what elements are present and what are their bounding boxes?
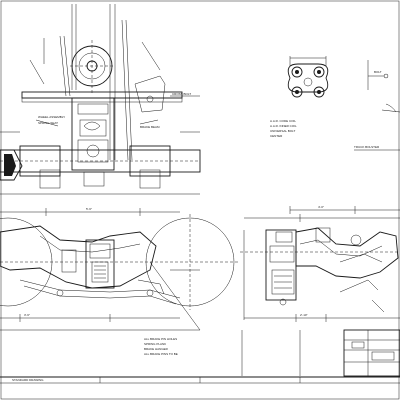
- spring-cluster-detail: [287, 56, 329, 98]
- note-cross-bolt: CROSS BOLT: [172, 92, 191, 96]
- dim-center: 5'-6": [86, 207, 92, 211]
- footer-note: STANDARD DRAWING: [12, 378, 44, 382]
- dim-left: 3'-6": [24, 313, 30, 317]
- dimension-top-right: [289, 206, 400, 214]
- side-elevation-right: [240, 214, 400, 322]
- bottom-notes: [241, 330, 301, 376]
- footer-tick-marks: [99, 377, 301, 383]
- legend-line-2: A.A.R. INNER COIL: [270, 124, 297, 128]
- legend-line-4: CENTER: [270, 134, 283, 138]
- dim-top-right: 4'-0": [318, 205, 324, 209]
- note-brake-pin-holes: ALL BRAKE PIN HOLES: [144, 337, 177, 341]
- legend-line-1: A.A.R. CODE COIL: [270, 119, 296, 123]
- dim-right: 2'-10": [300, 313, 308, 317]
- legend-line-3: UNIVERSAL BOLT: [270, 129, 296, 133]
- top-right-detail: [367, 60, 400, 113]
- side-elevation-left: [0, 208, 240, 331]
- top-left-elevation: [0, 4, 201, 195]
- note-brake-hanger: BRAKE HANGER: [144, 347, 169, 351]
- note-wheel-assembly: WHEEL ASSEMBLY: [38, 115, 65, 119]
- note-truck-bolster: TRUCK BOLSTER: [354, 145, 380, 149]
- note-spring-plank: SPRING PLANK: [144, 342, 166, 346]
- note-bolt: BOLT: [374, 70, 382, 74]
- note-brake-pins: ALL BRAKE PINS TO BE: [144, 352, 178, 356]
- note-brake-beam: BRAKE BEAM: [140, 125, 160, 129]
- title-block: [343, 329, 400, 377]
- note-spring-seat: SPRING SEAT: [38, 121, 58, 125]
